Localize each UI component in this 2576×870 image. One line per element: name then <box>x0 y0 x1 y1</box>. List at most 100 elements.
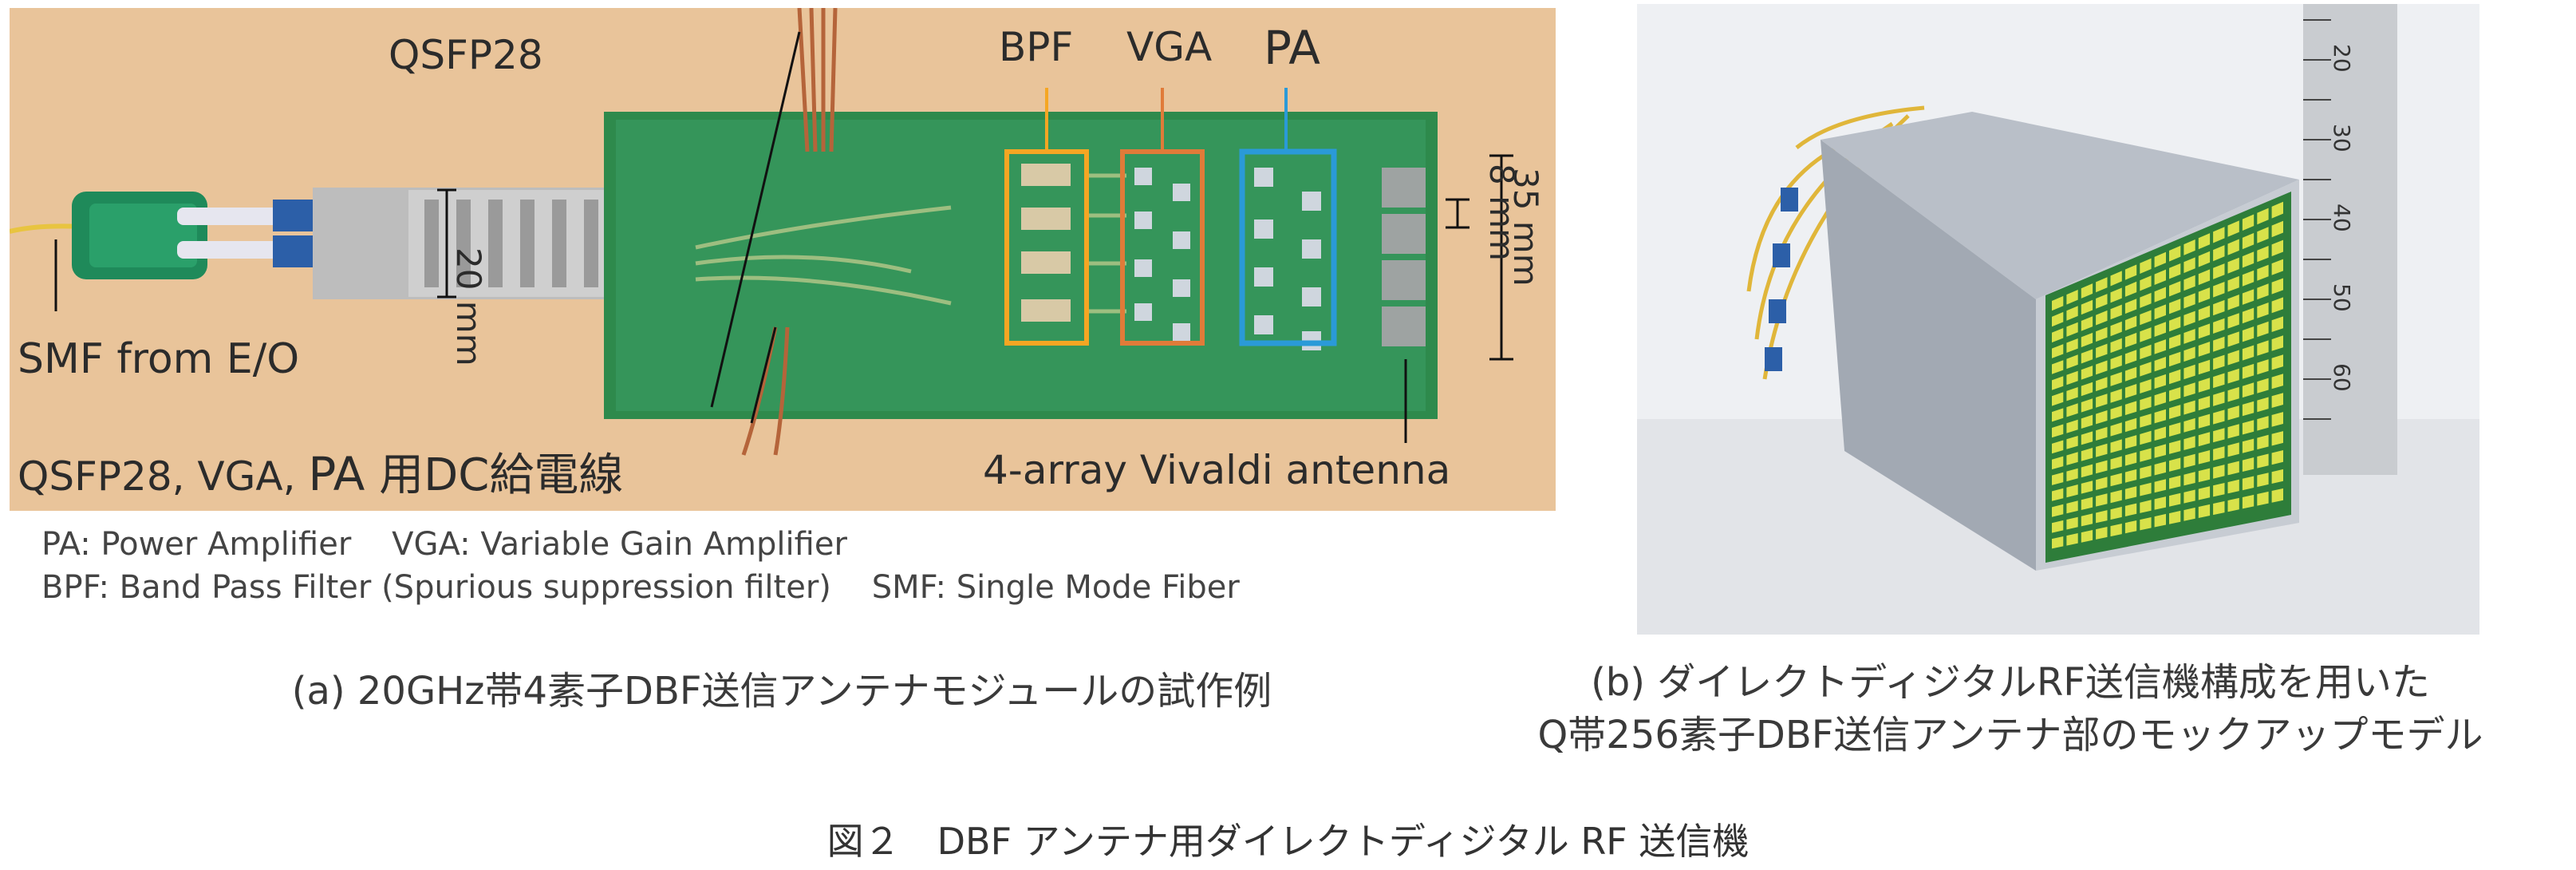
antenna-element <box>2183 310 2195 326</box>
antenna-element <box>2257 491 2269 506</box>
antenna-element <box>2140 292 2152 308</box>
antenna-element <box>2124 503 2137 516</box>
antenna-element <box>2257 303 2269 318</box>
antenna-element <box>2257 283 2269 300</box>
antenna-element <box>2227 313 2239 329</box>
antenna-element <box>2052 376 2064 390</box>
antenna-element <box>2271 488 2283 503</box>
antenna-element <box>2242 326 2254 342</box>
antenna-element <box>2140 448 2152 462</box>
antenna-element <box>2227 350 2239 366</box>
antenna-element <box>2213 263 2225 279</box>
antenna-element <box>2124 435 2137 449</box>
antenna-element <box>2242 494 2254 509</box>
antenna-element <box>2096 410 2108 425</box>
antenna-element <box>2052 536 2064 549</box>
antenna-element <box>2110 439 2122 453</box>
label-bpf: BPF <box>999 24 1074 70</box>
antenna-element <box>2140 258 2152 274</box>
antenna-element <box>2271 431 2283 446</box>
antenna-element <box>2198 287 2211 303</box>
antenna-element <box>2066 436 2078 449</box>
vivaldi-antenna <box>1382 168 1426 346</box>
antenna-element <box>2124 315 2137 331</box>
antenna-element <box>2124 417 2137 433</box>
antenna-element <box>2198 486 2211 500</box>
antenna-element <box>2257 453 2269 469</box>
antenna-element <box>2169 405 2181 419</box>
antenna-element <box>2154 269 2166 285</box>
antenna-element <box>2227 497 2239 512</box>
antenna-element <box>2110 456 2122 470</box>
antenna-element <box>2198 342 2211 357</box>
antenna-element <box>2110 489 2122 504</box>
ruler-number-40: 40 <box>2329 204 2355 232</box>
antenna-element <box>2052 504 2064 517</box>
ruler-number-30: 30 <box>2329 124 2355 152</box>
antenna-element <box>2183 507 2195 521</box>
antenna-element <box>2096 426 2108 441</box>
antenna-element <box>2154 322 2166 337</box>
antenna-element <box>2066 306 2078 321</box>
antenna-element <box>2154 444 2166 458</box>
antenna-element <box>2140 327 2152 342</box>
antenna-element <box>2213 354 2225 370</box>
antenna-element <box>2066 290 2078 305</box>
antenna-element <box>2110 389 2122 403</box>
ruler-number-60: 60 <box>2329 363 2355 392</box>
antenna-element <box>2110 287 2122 303</box>
antenna-element <box>2081 299 2093 315</box>
antenna-element <box>2257 264 2269 281</box>
label-vga: VGA <box>1126 24 1213 70</box>
antenna-element <box>2154 251 2166 268</box>
antenna-element <box>2213 336 2225 352</box>
antenna-element <box>2052 424 2064 438</box>
antenna-element <box>2096 510 2108 524</box>
antenna-element <box>2066 516 2078 530</box>
antenna-element <box>2052 408 2064 422</box>
antenna-element <box>2183 257 2195 274</box>
antenna-element <box>2227 220 2239 237</box>
prototype-module-illustration <box>10 8 1556 511</box>
prototype-module-photo: QSFP28 BPF VGA PA 20 mm 8 mm 35 mm SMF f… <box>10 8 1556 511</box>
legend-line-1: PA: Power Amplifier VGA: Variable Gain A… <box>41 526 847 563</box>
label-dc-feed-prefix: QSFP28, VGA, <box>18 453 309 500</box>
antenna-element <box>2081 480 2093 494</box>
antenna-element <box>2110 405 2122 420</box>
antenna-element <box>2110 338 2122 354</box>
pa-outline <box>1239 148 1337 346</box>
antenna-element <box>2213 483 2225 497</box>
antenna-array-grid <box>2052 201 2283 549</box>
antenna-element <box>2183 275 2195 291</box>
antenna-element <box>2242 345 2254 361</box>
antenna-element <box>2227 295 2239 310</box>
antenna-element <box>2213 391 2225 406</box>
antenna-element <box>2154 513 2166 528</box>
antenna-element <box>2096 443 2108 457</box>
antenna-element <box>2124 299 2137 314</box>
antenna-element <box>2271 278 2283 295</box>
antenna-element <box>2169 422 2181 437</box>
antenna-element <box>2227 239 2239 255</box>
antenna-element <box>2154 304 2166 320</box>
antenna-element <box>2066 354 2078 370</box>
legend-line-2: BPF: Band Pass Filter (Spurious suppress… <box>41 569 1240 606</box>
antenna-element <box>2257 397 2269 413</box>
antenna-element <box>2110 524 2122 537</box>
antenna-element <box>2096 277 2108 293</box>
antenna-element <box>2198 432 2211 447</box>
label-qsfp28: QSFP28 <box>389 32 543 78</box>
antenna-element <box>2124 469 2137 483</box>
antenna-element <box>2227 331 2239 347</box>
antenna-element <box>2081 398 2093 413</box>
antenna-element <box>2110 473 2122 487</box>
antenna-element <box>2169 440 2181 454</box>
antenna-element <box>2066 468 2078 482</box>
antenna-element <box>2154 287 2166 303</box>
antenna-element <box>2140 413 2152 428</box>
antenna-element <box>2242 289 2254 305</box>
antenna-element <box>2213 446 2225 461</box>
antenna-element <box>2081 414 2093 429</box>
antenna-element <box>2169 334 2181 350</box>
antenna-element <box>2124 486 2137 500</box>
